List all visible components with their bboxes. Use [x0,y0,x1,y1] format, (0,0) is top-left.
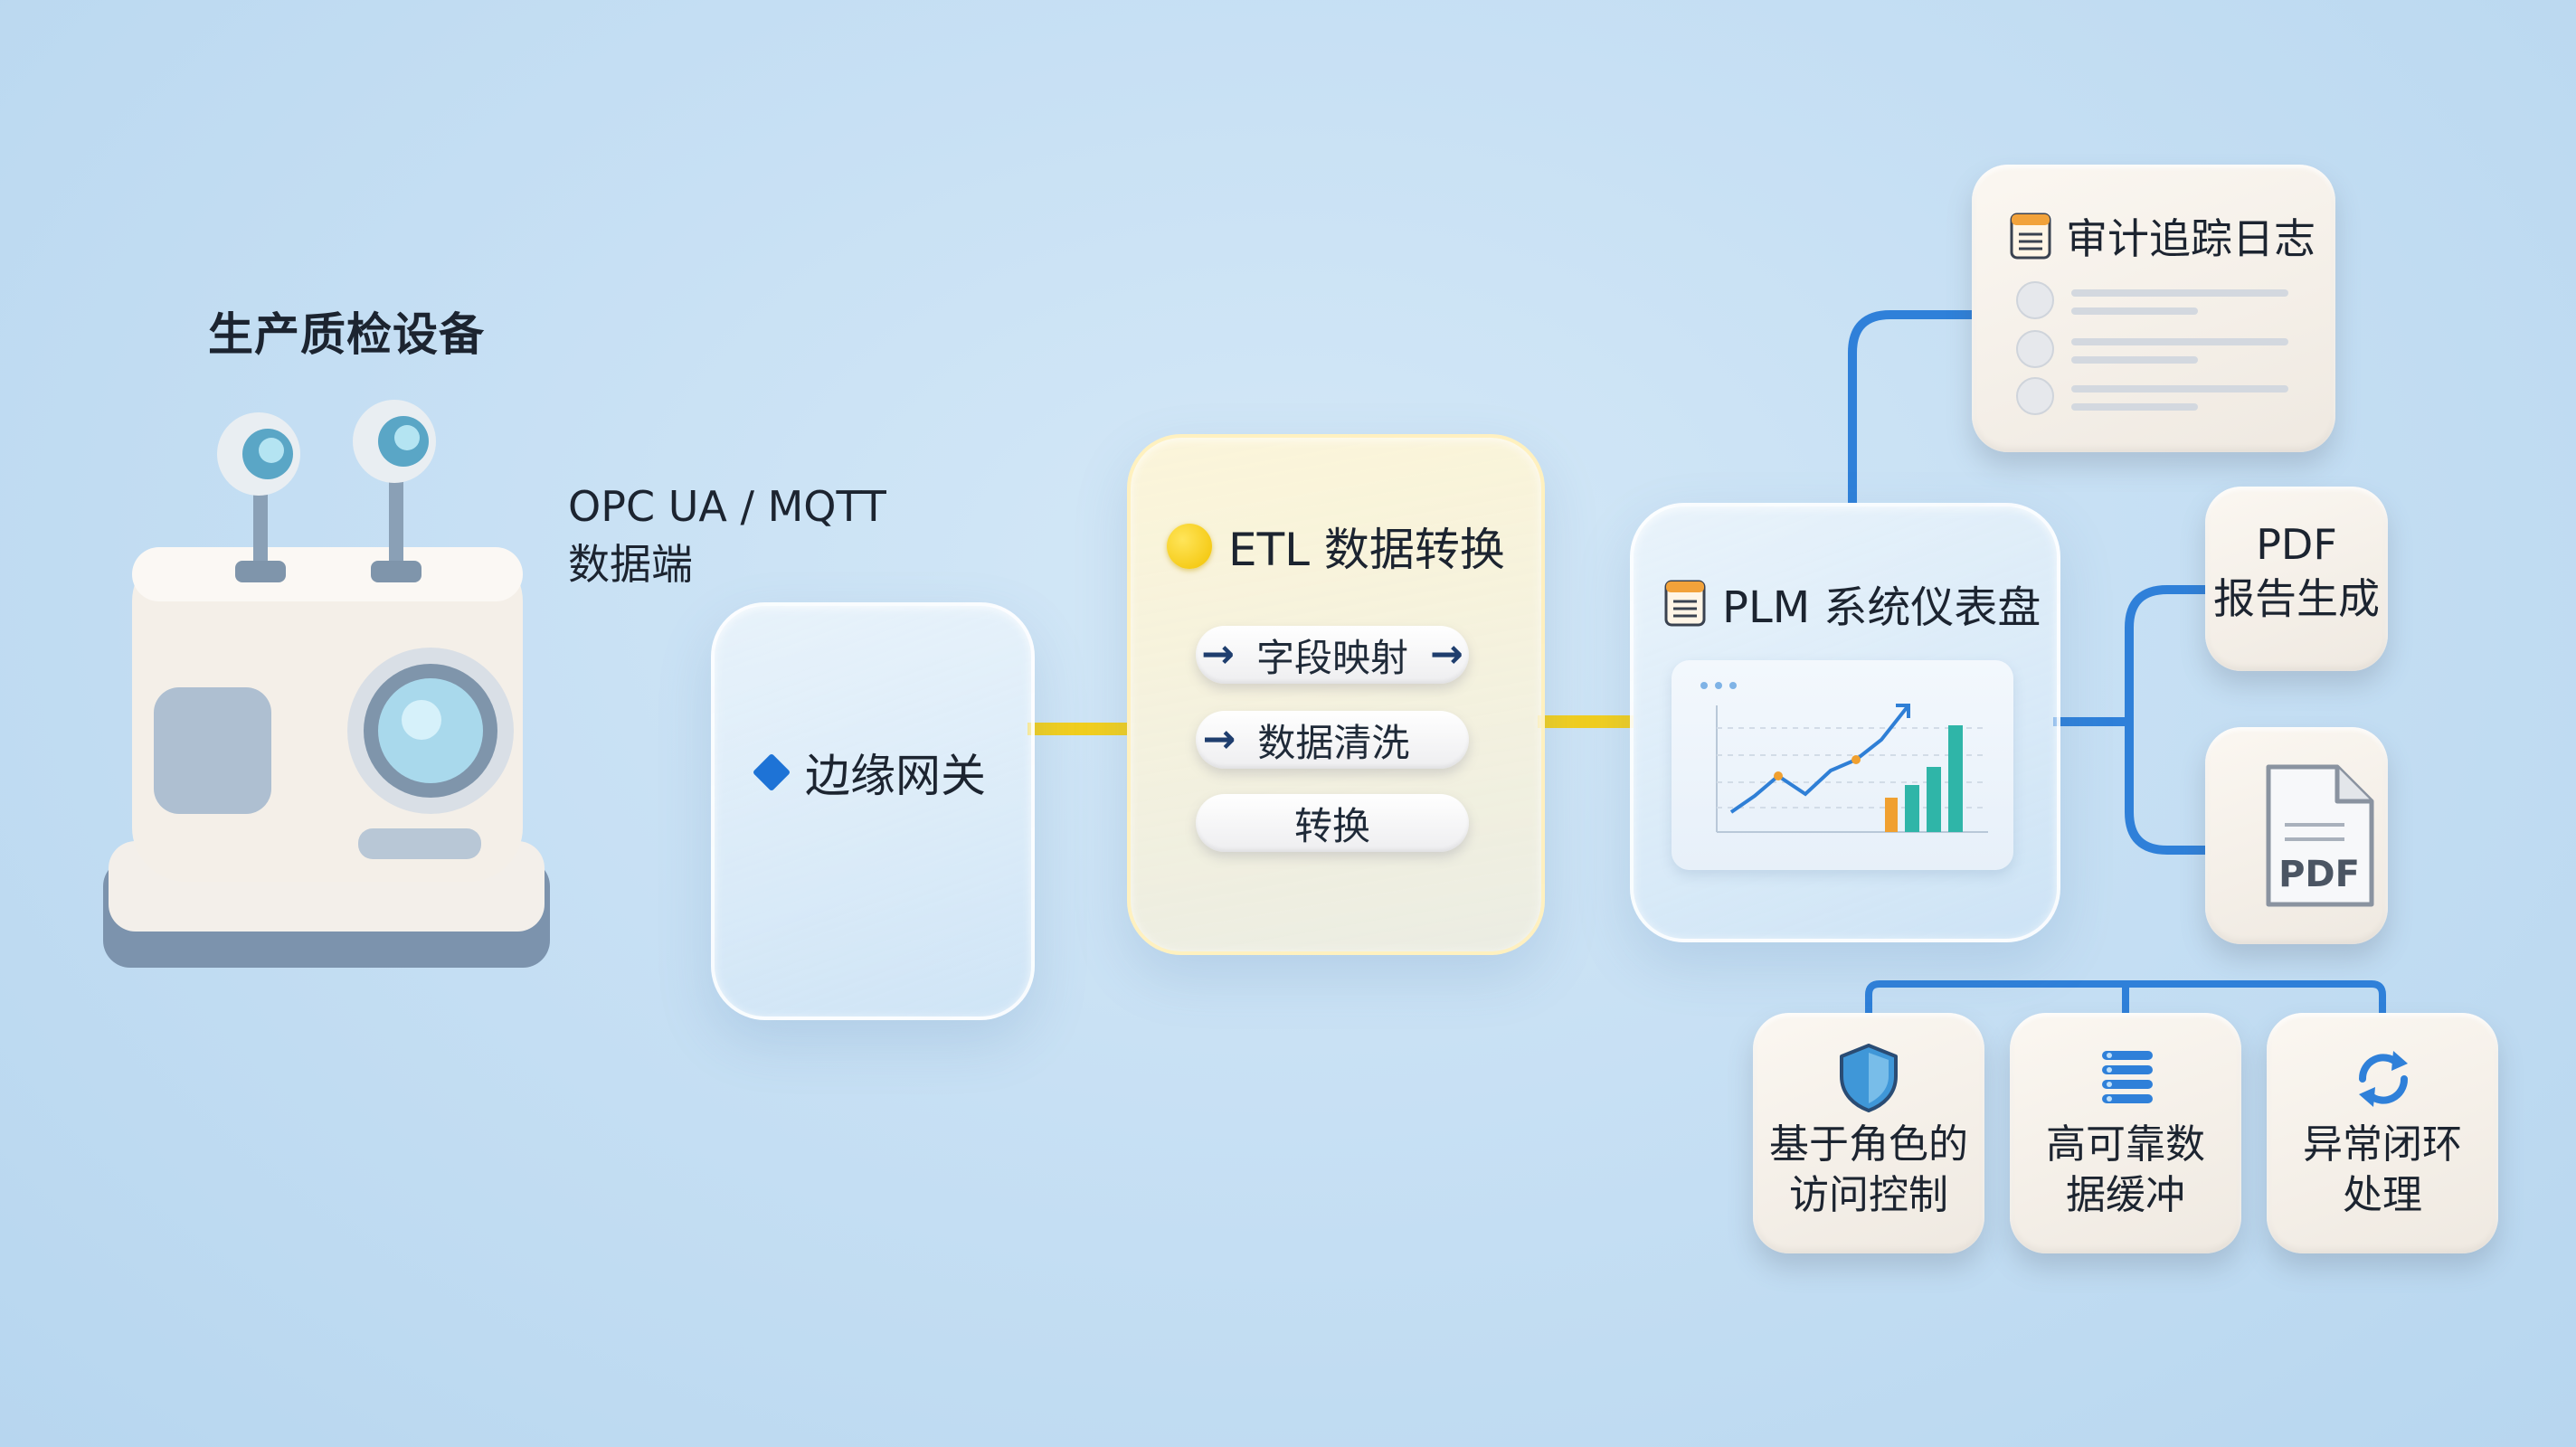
plm-title-text: PLM 系统仪表盘 [1722,582,2041,633]
audit-log-title-text: 审计追踪日志 [2066,214,2316,263]
protocol-line-1: OPC UA / MQTT [568,482,886,531]
etl-step-data-cleaning[interactable]: → 数据清洗 [1196,711,1469,769]
dashboard-chart-panel [1672,660,2013,870]
protocol-label: OPC UA / MQTT 数据端 [568,478,886,593]
document-list-icon [1664,580,1706,627]
database-stack-icon [2102,1051,2153,1103]
plm-title: PLM 系统仪表盘 [1664,572,2041,635]
etl-step-label: 数据清洗 [1257,720,1410,765]
pdf-report-line-2: 报告生成 [2213,574,2380,623]
pdf-file-icon: PDF [2266,764,2374,907]
pdf-report-line-1: PDF [2256,520,2337,569]
exception-handling-label: 异常闭环 处理 [2267,1120,2498,1221]
arrow-right-icon: → [1201,631,1235,677]
device-title: 生产质检设备 [208,308,485,361]
rbac-line-2: 访问控制 [1789,1172,1948,1218]
edge-gateway-card[interactable] [711,602,1035,1020]
data-buffer-label: 高可靠数 据缓冲 [2010,1120,2241,1221]
data-buffer-line-2: 据缓冲 [2066,1172,2185,1218]
log-document-icon [2010,213,2051,260]
plm-audit-link [1848,310,1974,503]
etl-title-text: ETL 数据转换 [1228,524,1505,576]
features-bracket-link [1865,980,2386,1013]
data-buffer-line-1: 高可靠数 [2046,1121,2205,1168]
arrow-right-icon: → [1202,716,1236,762]
log-entries-icon [2016,281,2288,415]
pdf-report-card[interactable] [2205,487,2388,671]
rbac-label: 基于角色的 访问控制 [1753,1120,1984,1221]
exception-handling-card[interactable] [2267,1013,2498,1253]
edge-gateway-text: 边缘网关 [805,750,986,802]
exception-handling-line-1: 异常闭环 [2303,1121,2462,1168]
audit-log-title: 审计追踪日志 [2010,206,2316,266]
etl-step-field-mapping[interactable]: → 字段映射 → [1196,626,1469,684]
arrow-right-icon: → [1430,631,1463,677]
pdf-report-label: PDF 报告生成 [2205,517,2388,626]
rbac-line-1: 基于角色的 [1769,1121,1968,1168]
etl-card[interactable] [1127,434,1545,955]
etl-step-label: 字段映射 [1255,635,1408,680]
shield-icon [1840,1044,1898,1112]
status-dot-icon [1167,524,1212,569]
diamond-icon [752,752,791,792]
etl-title: ETL 数据转换 [1167,514,1505,579]
etl-step-transform[interactable]: 转换 [1196,794,1469,852]
protocol-line-2: 数据端 [568,540,693,589]
edge-gateway-label: 边缘网关 [752,740,986,805]
etl-step-label: 转换 [1293,803,1370,848]
refresh-cycle-icon [2358,1051,2409,1107]
exception-handling-line-2: 处理 [2343,1172,2422,1218]
inspection-device-icon [103,400,550,968]
trend-chart-icon [1700,682,1988,833]
pdf-icon-text: PDF [2278,854,2360,895]
